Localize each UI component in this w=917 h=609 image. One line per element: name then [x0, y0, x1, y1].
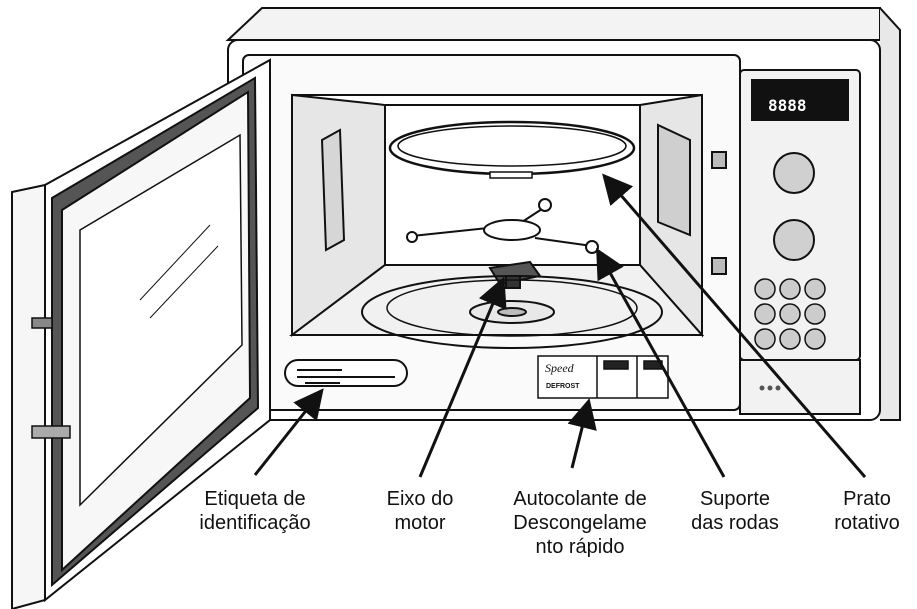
- timer-dial: [773, 219, 815, 261]
- label-identification: Etiqueta de identificação: [178, 487, 332, 535]
- label-motor-shaft-line-1: Eixo do: [386, 488, 454, 510]
- identification-label-plate: [284, 359, 408, 387]
- arrow-defrost-sticker: [567, 398, 597, 469]
- label-roller-line-1: Suporte: [699, 488, 771, 510]
- label-defrost-sticker: Autocolante de Descongelame nto rápido: [490, 487, 670, 559]
- speed-defrost-sticker: Speed DEFROST: [537, 355, 669, 399]
- turntable-plate: [388, 120, 636, 179]
- label-defrost-line-3: nto rápido: [535, 536, 625, 558]
- control-panel: 8888: [739, 69, 861, 415]
- label-motor-shaft-line-2: motor: [394, 512, 446, 534]
- pointer-arrows: [253, 173, 867, 478]
- display-digits: 8888: [768, 96, 807, 115]
- roller-support-ring: [406, 198, 599, 254]
- door-latch-holes: [711, 151, 727, 275]
- sticker-defrost-text: DEFROST: [546, 383, 580, 390]
- keypad-buttons: [754, 278, 826, 350]
- label-roller-support: Suporte das rodas: [680, 487, 790, 535]
- power-dial: [773, 152, 815, 194]
- label-identification-line-2: identificação: [199, 512, 311, 534]
- label-roller-line-2: das rodas: [691, 512, 779, 534]
- label-turntable: Prato rotativo: [817, 487, 917, 535]
- display-screen: [751, 79, 849, 121]
- label-identification-line-1: Etiqueta de: [204, 488, 306, 510]
- label-turntable-line-1: Prato: [843, 488, 891, 510]
- open-door: [11, 58, 271, 609]
- arrow-identification-label: [253, 388, 324, 476]
- arrow-roller-support: [596, 247, 726, 478]
- cavity-vents: [320, 123, 691, 252]
- label-defrost-line-2: Descongelame: [513, 512, 647, 534]
- arrow-motor-shaft: [418, 276, 507, 478]
- sticker-brand-text: Speed: [545, 361, 575, 375]
- label-defrost-line-1: Autocolante de: [513, 488, 647, 510]
- label-motor-shaft: Eixo do motor: [370, 487, 470, 535]
- label-turntable-line-2: rotativo: [834, 512, 900, 534]
- arrow-turntable: [602, 173, 867, 478]
- cavity-floor-rings: [361, 275, 663, 349]
